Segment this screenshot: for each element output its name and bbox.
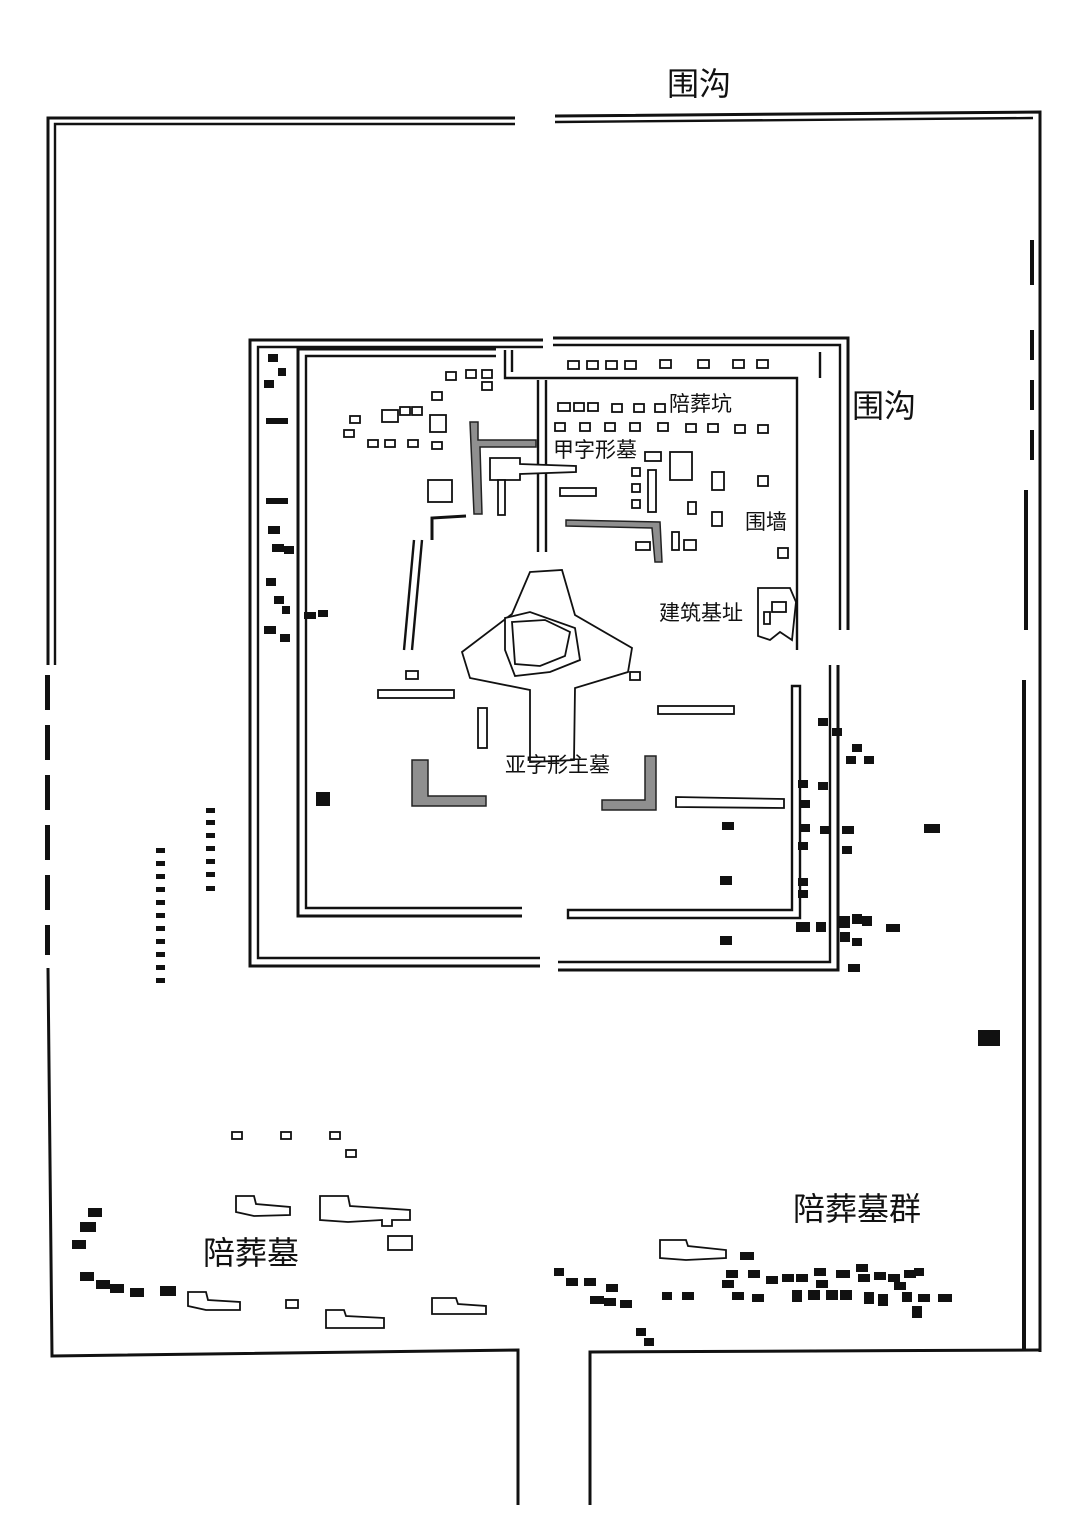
label-enclosure-wall: 围墙 <box>745 510 787 534</box>
building-foundation <box>757 587 797 642</box>
label-outer-moat: 围沟 <box>667 65 731 103</box>
satellite-tombs-solid <box>72 1208 952 1346</box>
label-building-foundation: 建筑基址 <box>659 601 743 625</box>
gray-trenches <box>411 421 663 811</box>
label-sacrificial-pits: 陪葬坑 <box>669 392 732 416</box>
label-main-tomb: 亚字形主墓 <box>505 753 610 777</box>
satellite-tombs-south-west <box>187 1131 727 1329</box>
outer-moat <box>45 110 1042 1505</box>
enclosure-wall <box>296 347 822 920</box>
jia-tomb <box>489 457 577 516</box>
sacrificial-pit-markers <box>343 359 789 809</box>
label-jia-tomb: 甲字形墓 <box>553 438 637 462</box>
inner-moat <box>248 336 850 972</box>
main-tomb <box>460 569 633 763</box>
label-satellite-tomb-group: 陪葬墓群 <box>793 1190 921 1228</box>
label-satellite-tombs: 陪葬墓 <box>203 1234 299 1272</box>
solid-pit-markers <box>264 354 1000 1046</box>
left-dotted-columns <box>156 808 215 983</box>
label-inner-moat: 围沟 <box>852 387 916 425</box>
